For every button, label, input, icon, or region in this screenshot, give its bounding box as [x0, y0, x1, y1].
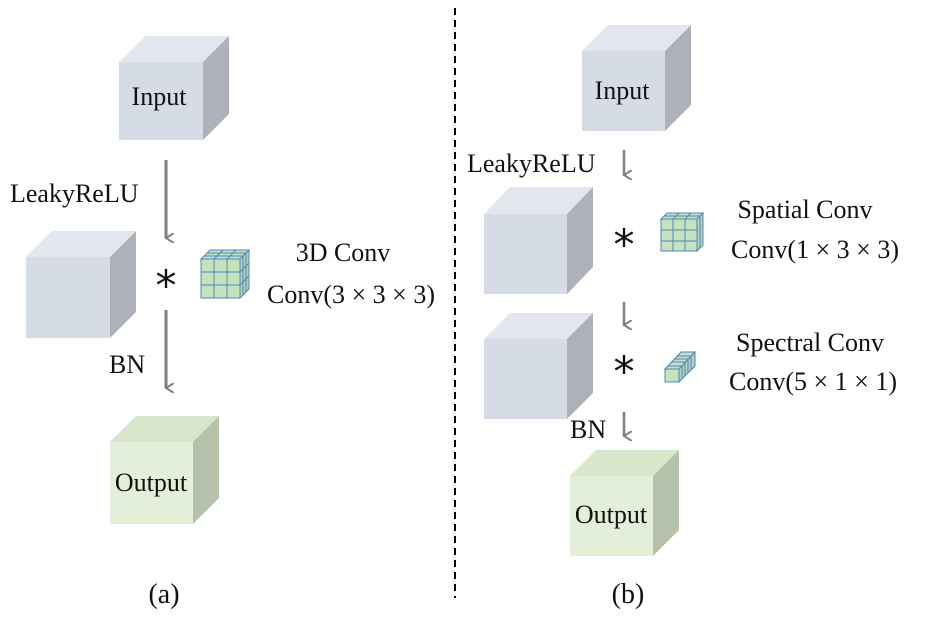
spectral-title: Spectral Conv	[736, 328, 884, 357]
convolution-operator-a: *	[156, 261, 177, 310]
panel-a: Input LeakyReLU * 3D Conv Conv(3 × 3 × 3…	[10, 36, 435, 610]
input-label-b: Input	[595, 76, 651, 105]
input-label-a: Input	[132, 82, 188, 111]
conv-kernel-a: Conv(3 × 3 × 3)	[267, 280, 435, 309]
activation-label-b: LeakyReLU	[467, 149, 596, 178]
panel-b: Input LeakyReLU * Spatial Conv Conv(1 × …	[467, 25, 899, 610]
spatial-kernel: Conv(1 × 3 × 3)	[731, 235, 899, 264]
feature-cube-a	[26, 231, 136, 338]
output-label-b: Output	[575, 500, 648, 529]
spatial-title: Spatial Conv	[737, 195, 872, 224]
caption-b: (b)	[612, 579, 645, 610]
output-cube-a: Output	[110, 416, 219, 524]
activation-label-a: LeakyReLU	[10, 179, 139, 208]
output-label-a: Output	[115, 468, 188, 497]
convolution-operator-b2: *	[614, 347, 635, 396]
convolution-operator-b1: *	[614, 220, 635, 269]
norm-label-b: BN	[570, 415, 606, 444]
conv-title-a: 3D Conv	[296, 238, 391, 267]
input-cube-b: Input	[582, 25, 691, 131]
spectral-kernel: Conv(5 × 1 × 1)	[729, 367, 897, 396]
kernel-spatial-icon	[659, 211, 705, 253]
feature-cube-b2	[484, 313, 593, 419]
input-cube-a: Input	[119, 36, 229, 140]
kernel-spectral-icon	[663, 350, 697, 384]
norm-label-a: BN	[109, 350, 145, 379]
kernel-3x3x3-icon	[199, 248, 251, 300]
caption-a: (a)	[148, 579, 179, 610]
output-cube-b: Output	[570, 450, 679, 556]
feature-cube-b1	[484, 187, 593, 294]
